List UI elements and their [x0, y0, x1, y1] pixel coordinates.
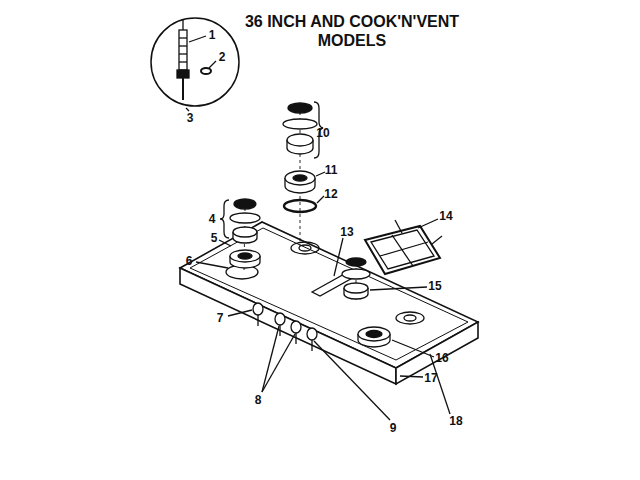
callout-number: 5: [210, 231, 219, 245]
callout-number: 6: [185, 254, 194, 268]
callout-number: 7: [216, 311, 225, 325]
callout-number: 12: [323, 187, 338, 201]
callout-number: 8: [254, 393, 263, 407]
callout-number: 2: [218, 50, 227, 64]
callout-number: 13: [339, 225, 354, 239]
callout-number: 11: [324, 163, 339, 177]
callout-number: 1: [208, 28, 217, 42]
callout-number: 17: [423, 371, 438, 385]
callout-number: 16: [434, 351, 449, 365]
callout-number: 3: [186, 111, 195, 125]
callout-number: 18: [448, 414, 463, 428]
callout-number: 9: [389, 421, 398, 435]
callout-number: 15: [427, 279, 442, 293]
callout-number: 10: [315, 126, 330, 140]
diagram-title: 36 INCH AND COOK'N'VENT MODELS: [232, 12, 472, 50]
callout-number: 4: [208, 212, 217, 226]
callout-number: 14: [438, 209, 453, 223]
